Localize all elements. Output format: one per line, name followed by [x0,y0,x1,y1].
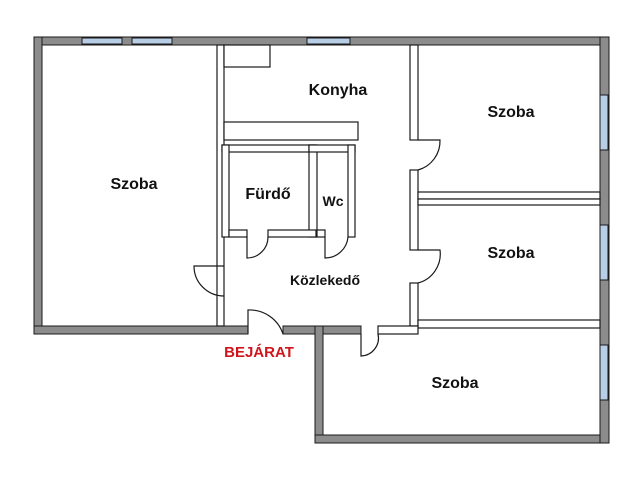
room-label-konyha: Konyha [309,82,368,99]
room-label-wc: Wc [323,193,344,209]
interior-walls [216,44,601,335]
entrance-label: BEJÁRAT [224,344,294,361]
room-label-furdo: Fürdő [245,186,291,203]
room-label-szoba-left: Szoba [110,176,157,193]
room-label-szoba-mid-right: Szoba [487,245,534,262]
doors [193,139,441,357]
room-label-kozlekedo: Közlekedő [290,272,360,288]
room-label-szoba-top-right: Szoba [487,104,534,121]
room-label-szoba-bottom: Szoba [431,375,478,392]
windows [81,37,609,401]
